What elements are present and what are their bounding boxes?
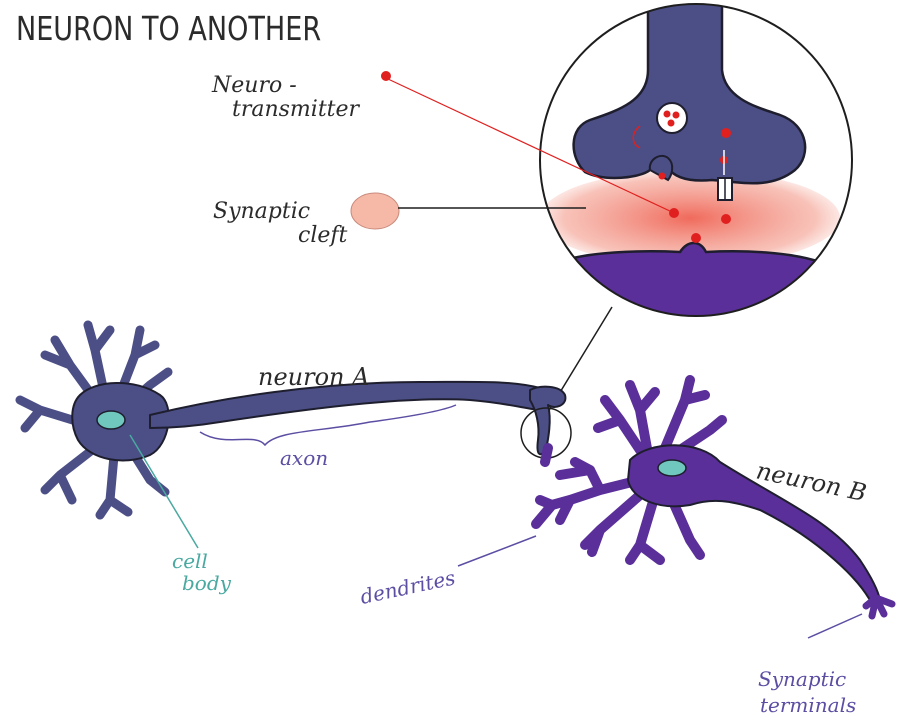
neurotransmitter-label: Neuro - bbox=[211, 73, 297, 98]
synaptic-terminals-label: terminals bbox=[760, 693, 856, 717]
postsynaptic-membrane bbox=[560, 243, 820, 330]
dendrites-leader bbox=[458, 536, 536, 566]
cleft-swatch bbox=[351, 193, 399, 229]
nucleus-b bbox=[658, 460, 686, 476]
terminals-leader bbox=[808, 614, 862, 638]
neurotransmitter-dot bbox=[721, 214, 731, 224]
synaptic-cleft-label: Synaptic bbox=[213, 199, 310, 224]
neurotransmitter-label: transmitter bbox=[232, 97, 361, 122]
axon-label: axon bbox=[280, 446, 328, 470]
dendrites-label: dendrites bbox=[358, 565, 457, 609]
neurotransmitter-dot bbox=[691, 233, 701, 243]
vesicle bbox=[657, 103, 687, 133]
neurotransmitter-dot bbox=[669, 208, 679, 218]
cell-body-leader bbox=[130, 435, 198, 548]
synapse-zoom-view bbox=[540, 0, 852, 330]
synaptic-terminals-label: Synaptic bbox=[758, 667, 846, 691]
nucleus-a bbox=[97, 411, 125, 429]
cell-body-label: cell bbox=[172, 549, 208, 573]
cell-body-label: body bbox=[182, 571, 232, 595]
synaptic-cleft-label: cleft bbox=[298, 223, 348, 248]
neuron-a-label: neuron A bbox=[258, 363, 369, 391]
neurotransmitter-dot bbox=[721, 128, 731, 138]
page-title: NEURON TO ANOTHER bbox=[16, 10, 321, 48]
neurotransmitter-dot bbox=[659, 173, 666, 180]
